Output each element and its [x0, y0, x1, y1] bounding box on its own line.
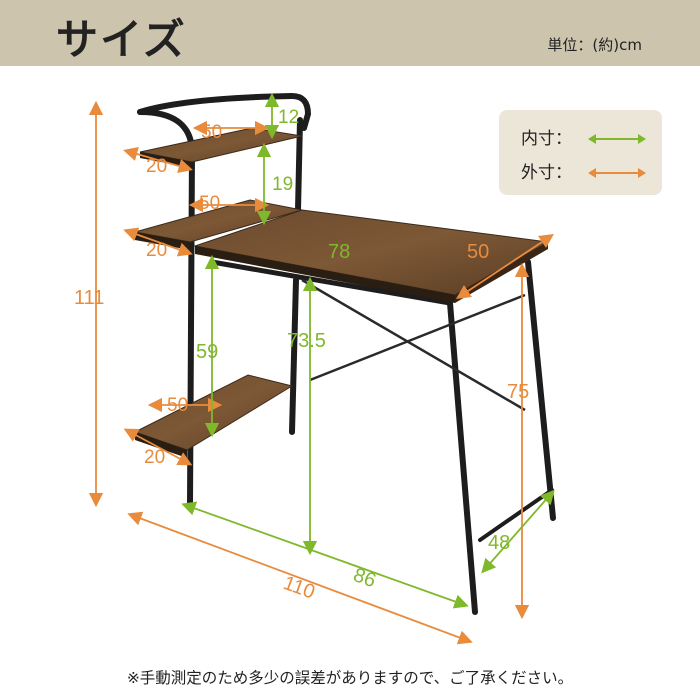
label-inner-depth: 48	[488, 532, 510, 554]
footer-note: ※手動測定のため多少の誤差がありますので、ご了承ください。	[126, 669, 574, 687]
unit-label: 単位：(約)cm	[547, 36, 642, 54]
label-inner-height-desk: 73.5	[287, 330, 326, 352]
label-top-shelf-width: 50	[201, 122, 222, 143]
label-desk-width-inner: 78	[328, 241, 350, 263]
label-low-shelf-depth: 20	[144, 447, 165, 468]
label-total-height: 111	[74, 287, 104, 309]
legend-outer: 外寸：	[521, 158, 648, 183]
legend-box: 内寸： 外寸：	[499, 110, 662, 195]
label-low-shelf-width: 50	[167, 395, 188, 416]
label-total-width: 110	[280, 572, 317, 604]
legend-inner-label: 内寸：	[521, 129, 572, 149]
cross-brace	[301, 278, 526, 412]
inner-dimension-lines	[181, 92, 555, 609]
legend-inner: 内寸：	[521, 124, 648, 149]
low-shelf	[133, 374, 294, 458]
label-inner-height-shelf: 59	[196, 341, 218, 363]
label-shelf-gap-top: 12	[278, 107, 299, 128]
label-desk-height: 75	[507, 381, 529, 403]
label-shelf-gap-mid: 19	[272, 174, 293, 195]
label-mid-shelf-depth: 20	[146, 240, 167, 261]
header-bar: サイズ 単位：(約)cm	[0, 0, 700, 66]
legend-inner-arrow-icon	[588, 134, 647, 144]
legend-outer-arrow-icon	[588, 168, 647, 178]
label-desk-depth: 50	[467, 241, 489, 263]
label-inner-width: 86	[350, 564, 378, 592]
label-mid-shelf-width: 50	[199, 193, 220, 214]
legend-outer-label: 外寸：	[521, 163, 572, 183]
label-top-shelf-depth: 20	[146, 156, 167, 177]
page-title: サイズ	[56, 15, 187, 64]
